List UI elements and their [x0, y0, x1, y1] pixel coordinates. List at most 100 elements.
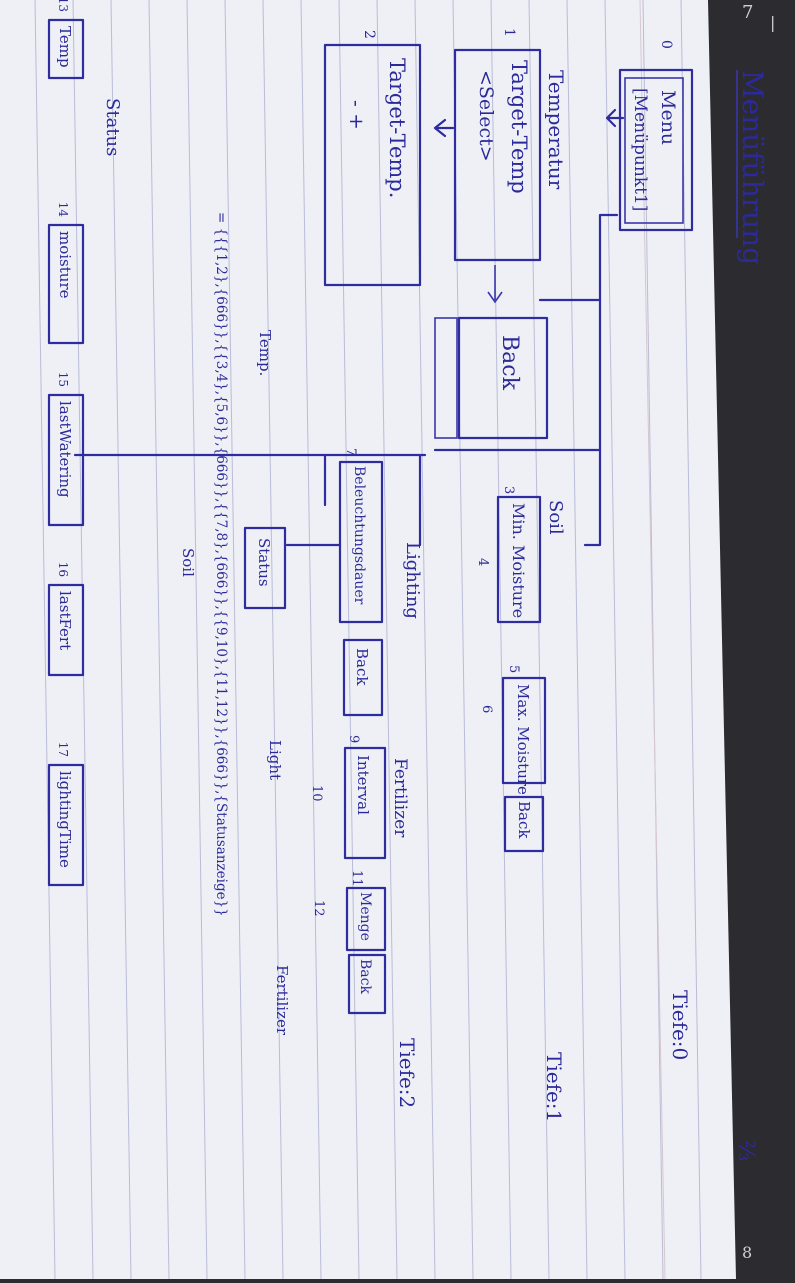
- fertilizer-after-interval-number: 10: [309, 785, 324, 802]
- ruled-line: [680, 0, 702, 1280]
- status-variable-box: [47, 18, 85, 80]
- formula-soil-label: Soil: [179, 548, 197, 577]
- status-variable-number: 15: [56, 372, 70, 387]
- soil-back-label: Back: [515, 801, 533, 839]
- svg-text:7: 7: [742, 2, 753, 23]
- duration-node: Beleuchtungsdauer 7: [338, 448, 384, 624]
- interval-label: Interval: [354, 755, 372, 815]
- menge-number: 11: [349, 870, 364, 887]
- fertilizer-after-menge-number: 12: [311, 900, 326, 917]
- ruled-line: [300, 0, 322, 1280]
- depth-1-label: Tiefe:1: [542, 1052, 566, 1122]
- lighting-back-node: Back: [342, 638, 384, 717]
- status-variable-number: 17: [56, 742, 70, 757]
- diagram-content: Menüführung Tiefe:0 Tiefe:1 Tiefe:2 ⅔ Me…: [47, 0, 769, 1161]
- formula-light-label: Light: [266, 740, 284, 780]
- status-variable-number: 16: [56, 562, 70, 577]
- ruled-line: [34, 0, 56, 1280]
- status-variable-box: [47, 583, 85, 677]
- target-edit-node: Target-Temp. - + 2: [323, 30, 422, 287]
- menu-node-sub: [Menüpunkt1]: [630, 88, 650, 211]
- ruled-line: [414, 0, 436, 1280]
- formula-temp-label: Temp.: [256, 330, 274, 376]
- ruled-line: [528, 0, 550, 1280]
- target-select-label: Target-Temp: [507, 60, 531, 194]
- fertilizer-back-node: Back: [347, 953, 387, 1015]
- target-edit-label: Target-Temp.: [385, 58, 409, 198]
- formula-text: = {{{1,2},{666}},{{3,4},{5,6}},{666}},{{…: [213, 212, 229, 917]
- ruled-line: [148, 0, 170, 1280]
- status-variable-number: 14: [56, 202, 70, 218]
- interval-number: 9: [346, 735, 361, 743]
- target-select-number: 1: [501, 28, 517, 37]
- max-moisture-number: 5: [506, 665, 521, 673]
- soil-back-node: Back: [503, 795, 545, 853]
- status-variable-label: lastFert: [56, 591, 74, 650]
- ruled-line: [110, 0, 132, 1280]
- temp-back-label: Back: [497, 335, 522, 391]
- ruled-line: [262, 0, 284, 1280]
- ruled-line: [376, 0, 398, 1280]
- soil-after-min-number: 4: [475, 558, 490, 566]
- menu-node: Menu [Menüpunkt1] 0: [618, 40, 694, 232]
- svg-text:8: 8: [742, 1243, 752, 1262]
- status-header: Status: [102, 98, 123, 156]
- max-moisture-node: Max. Moisture 5: [501, 665, 547, 795]
- status-variable-item: 17 lightingTime: [47, 742, 85, 887]
- min-moisture-node: Min. Moisture 3: [496, 486, 542, 624]
- status-node: Status: [243, 526, 287, 610]
- min-moisture-label: Min. Moisture: [509, 503, 528, 618]
- target-select-node: Target-Temp <Select> 1: [453, 28, 542, 262]
- ruled-line: [490, 0, 512, 1280]
- temp-back-node: Back: [457, 316, 549, 440]
- status-variable-box: [47, 763, 85, 887]
- duration-number: 7: [343, 448, 358, 456]
- duration-label: Beleuchtungsdauer: [351, 466, 367, 605]
- target-edit-sub: - +: [345, 100, 369, 130]
- lighting-back-label: Back: [353, 648, 371, 686]
- depth-2-label: Tiefe:2: [395, 1038, 419, 1108]
- target-select-sub: <Select>: [475, 70, 497, 162]
- status-variable-label: lightingTime: [56, 771, 74, 868]
- status-variable-item: 15 lastWatering: [47, 372, 85, 527]
- ruled-line: [224, 0, 246, 1280]
- fertilizer-header: Fertilizer: [390, 758, 410, 838]
- fertilizer-back-label: Back: [357, 959, 373, 994]
- status-variable-box: [47, 223, 85, 345]
- margin-line: [639, 0, 666, 1280]
- menu-node-number: 0: [658, 40, 674, 49]
- min-moisture-number: 3: [501, 486, 516, 494]
- lighting-header: Lighting: [402, 542, 423, 619]
- formula-fertilizer-label: Fertilizer: [273, 965, 291, 1036]
- ruled-line: [604, 0, 626, 1280]
- depth-0-label: Tiefe:0: [668, 990, 692, 1060]
- status-variable-item: 16 lastFert: [47, 562, 85, 677]
- status-variable-label: lastWatering: [56, 401, 74, 498]
- diagram-title: Menüführung: [736, 70, 769, 265]
- ruled-line: [186, 0, 208, 1280]
- menu-node-label: Menu: [657, 90, 679, 145]
- soil-after-max-number: 6: [479, 705, 494, 713]
- ruled-line: [566, 0, 588, 1280]
- ruled-line: [452, 0, 474, 1280]
- ruled-lines: [34, 0, 702, 1280]
- menge-label: Menge: [357, 892, 373, 941]
- temperature-header: Temperatur: [544, 70, 568, 190]
- soil-header: Soil: [545, 500, 566, 535]
- status-variable-label: Temp: [56, 26, 74, 68]
- status-variable-label: moisture: [56, 231, 74, 299]
- status-variable-item: 14 moisture: [47, 202, 85, 345]
- svg-text:⅔: ⅔: [733, 1140, 758, 1161]
- max-moisture-label: Max. Moisture: [514, 684, 532, 795]
- interval-node: Interval 9: [343, 735, 387, 860]
- status-variable-box: [47, 393, 85, 527]
- target-edit-number: 2: [361, 30, 377, 39]
- status-node-label: Status: [255, 538, 273, 587]
- menge-node: Menge 11: [345, 870, 387, 952]
- svg-text:|: |: [770, 13, 775, 32]
- status-variable-number: 13: [56, 0, 70, 12]
